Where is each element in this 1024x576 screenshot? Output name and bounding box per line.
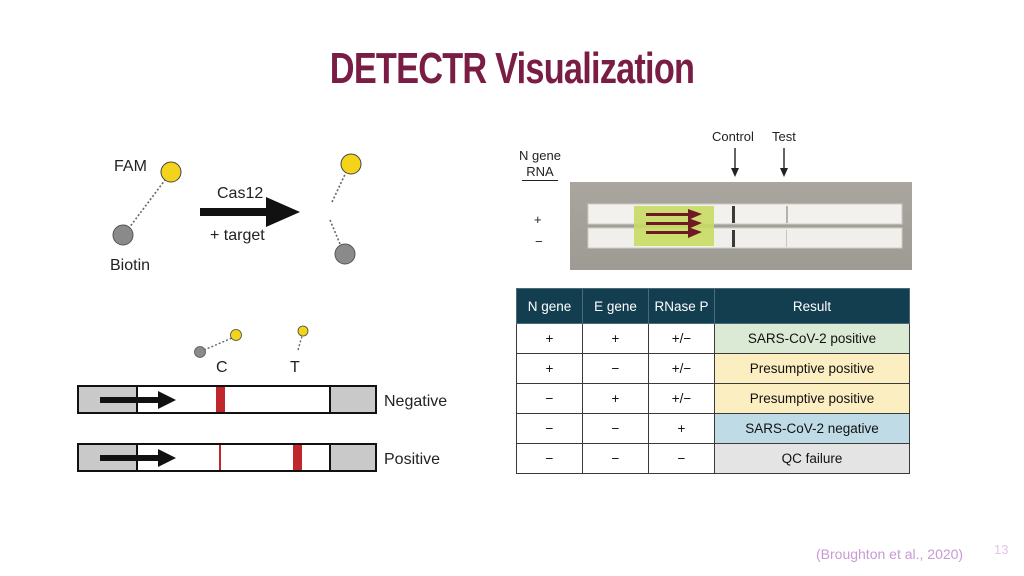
arrow-right-icon [100, 449, 176, 467]
cell-result: Presumptive positive [714, 353, 910, 384]
n-gene-label-line2: RNA [522, 164, 558, 181]
table-row: − + +/− Presumptive positive [516, 383, 910, 414]
cell-n-gene: − [516, 383, 583, 414]
cell-n-gene: + [516, 353, 583, 384]
header-e-gene: E gene [582, 288, 649, 324]
table-row: − − + SARS-CoV-2 negative [516, 413, 910, 444]
cleaved-reporter [329, 153, 362, 265]
fam-label: FAM [114, 158, 147, 175]
arrow-down-icon [780, 148, 788, 177]
table-row: − − − QC failure [516, 443, 910, 474]
control-line-band [216, 387, 225, 412]
arrow-right-icon [100, 391, 176, 409]
cell-rnase-p: − [648, 443, 715, 474]
negative-label: Negative [384, 393, 447, 410]
photo-plus-label: + [534, 212, 542, 227]
cell-result: SARS-CoV-2 negative [714, 413, 910, 444]
photo-control-label: Control [712, 129, 754, 144]
arrow-right-icon [200, 197, 300, 227]
test-line-label: T [290, 359, 300, 376]
cell-result: SARS-CoV-2 positive [714, 323, 910, 354]
control-reporter-icon [194, 329, 242, 358]
header-rnase-p: RNase P [648, 288, 715, 324]
negative-strip [77, 385, 377, 414]
cell-n-gene: − [516, 443, 583, 474]
page-number: 13 [994, 542, 1009, 557]
arrow-down-icon [731, 148, 739, 177]
positive-strip [77, 443, 377, 472]
cell-rnase-p: +/− [648, 323, 715, 354]
n-gene-rna-label: N gene RNA [512, 148, 568, 181]
cell-n-gene: + [516, 323, 583, 354]
photo-minus-label: − [535, 234, 543, 249]
table-row: + − +/− Presumptive positive [516, 353, 910, 384]
intact-reporter [112, 161, 182, 246]
cell-result: QC failure [714, 443, 910, 474]
test-line-band [293, 445, 302, 470]
results-table: N gene E gene RNase P Result + + +/− SAR… [516, 288, 910, 474]
cell-n-gene: − [516, 413, 583, 444]
test-strip-photo [570, 182, 912, 270]
positive-label: Positive [384, 451, 440, 468]
cell-rnase-p: + [648, 413, 715, 444]
enzyme-label: Cas12 [217, 185, 263, 202]
faint-control-line-band [219, 445, 221, 470]
cell-e-gene: − [582, 413, 649, 444]
photo-pointer-arrows [731, 148, 788, 177]
header-result: Result [714, 288, 910, 324]
table-header-row: N gene E gene RNase P Result [516, 288, 910, 324]
photo-arrow-icon [646, 209, 702, 238]
citation: (Broughton et al., 2020) [816, 546, 964, 562]
target-label: + target [210, 227, 265, 244]
cell-rnase-p: +/− [648, 383, 715, 414]
header-n-gene: N gene [516, 288, 583, 324]
table-row: + + +/− SARS-CoV-2 positive [516, 323, 910, 354]
test-reporter-icon [297, 325, 309, 351]
cell-e-gene: − [582, 443, 649, 474]
n-gene-label-line1: N gene [519, 148, 561, 163]
test-strip-photo-drawing [587, 203, 903, 249]
cell-e-gene: − [582, 353, 649, 384]
cell-e-gene: + [582, 323, 649, 354]
biotin-label: Biotin [110, 257, 150, 274]
lateral-flow-strip-diagram: C T Negative Positive [77, 325, 447, 472]
control-line-label: C [216, 359, 228, 376]
cell-rnase-p: +/− [648, 353, 715, 384]
photo-test-label: Test [772, 129, 796, 144]
reporter-cleavage-diagram: FAM Biotin Cas12 + target [110, 153, 362, 274]
cell-result: Presumptive positive [714, 383, 910, 414]
slide-title: DETECTR Visualization [329, 44, 695, 93]
cell-e-gene: + [582, 383, 649, 414]
